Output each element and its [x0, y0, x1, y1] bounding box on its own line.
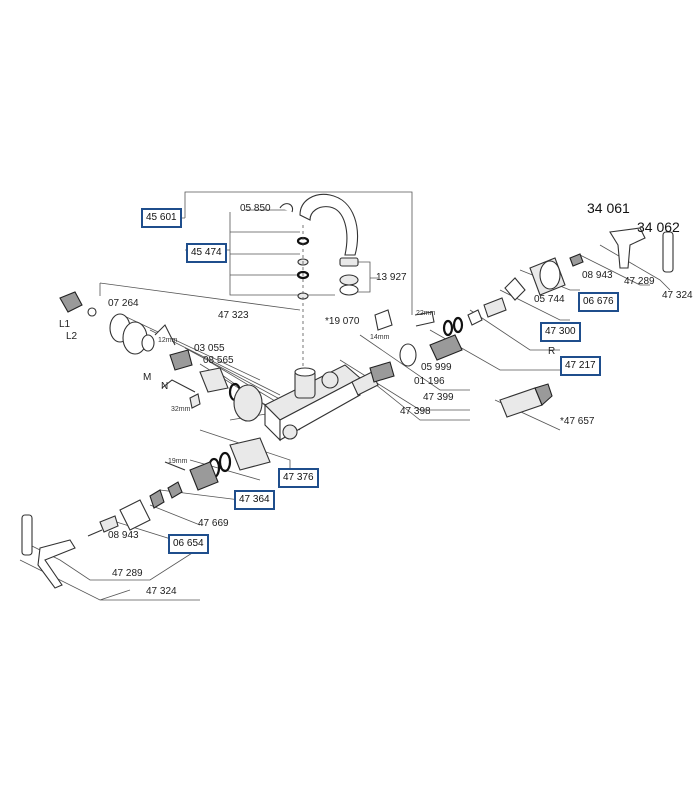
part-number-47217[interactable]: 47 217 — [560, 356, 601, 376]
right-cartridge-parts — [351, 227, 674, 418]
letter-R: R — [548, 346, 556, 357]
aerator — [339, 274, 359, 286]
part-label-19070: *19 070 — [325, 316, 360, 327]
tool-size-32mm: 32mm — [171, 406, 191, 413]
part-label-08943-left: 08 943 — [108, 530, 139, 541]
part-number-47376[interactable]: 47 376 — [278, 468, 319, 488]
part-label-08943-right: 08 943 — [582, 270, 613, 281]
right-handle-cross — [609, 227, 646, 269]
part-label-47323: 47 323 — [218, 310, 249, 321]
part-label-47669: 47 669 — [198, 518, 229, 529]
part-label-01196: 01 196 — [414, 376, 445, 387]
tool-size-12mm: 12mm — [158, 337, 178, 344]
part-label-13927: 13 927 — [376, 272, 407, 283]
part-label-03055: 03 055 — [194, 343, 225, 354]
part-number-47364[interactable]: 47 364 — [234, 490, 275, 510]
part-label-47398: 47 398 — [400, 406, 431, 417]
letter-L2: L2 — [66, 331, 78, 342]
part-number-06676[interactable]: 06 676 — [578, 292, 619, 312]
letter-N: N — [161, 381, 169, 392]
part-number-06654[interactable]: 06 654 — [168, 534, 209, 554]
left-inlet-parts — [59, 291, 263, 422]
part-label-05744: 05 744 — [534, 294, 565, 305]
part-label-47324-right: 47 324 — [662, 290, 693, 301]
left-handle-stem — [21, 514, 33, 556]
part-label-34061: 34 061 — [587, 200, 630, 216]
part-label-07264: 07 264 — [108, 298, 139, 309]
mixer-body — [264, 364, 361, 442]
spout-oring-3 — [296, 270, 310, 280]
part-label-47289-left: 47 289 — [112, 568, 143, 579]
right-handle-stem — [662, 231, 674, 273]
part-number-45474[interactable]: 45 474 — [186, 243, 227, 263]
part-label-47289-right: 47 289 — [624, 276, 655, 287]
tool-size-19mm: 19mm — [168, 458, 188, 465]
spare-cartridge — [499, 387, 543, 418]
part-label-47657: *47 657 — [560, 416, 595, 427]
letter-L1: L1 — [59, 319, 71, 330]
part-number-45601[interactable]: 45 601 — [141, 208, 182, 228]
part-label-34062: 34 062 — [637, 219, 680, 235]
tool-size-22mm: 22mm — [416, 310, 436, 317]
part-label-05850: 05 850 — [240, 203, 271, 214]
tool-size-14mm: 14mm — [370, 334, 390, 341]
part-label-05999: 05 999 — [421, 362, 452, 373]
left-handle-cross — [37, 539, 76, 589]
spout-nozzle — [339, 257, 359, 267]
letter-M: M — [143, 372, 152, 383]
part-label-47399: 47 399 — [423, 392, 454, 403]
spout-tube — [299, 193, 359, 256]
part-label-47324-left: 47 324 — [146, 586, 177, 597]
part-number-47300[interactable]: 47 300 — [540, 322, 581, 342]
spout-assembly — [279, 193, 359, 370]
part-label-08565: 08 565 — [203, 355, 234, 366]
left-cartridge-parts — [21, 437, 271, 589]
